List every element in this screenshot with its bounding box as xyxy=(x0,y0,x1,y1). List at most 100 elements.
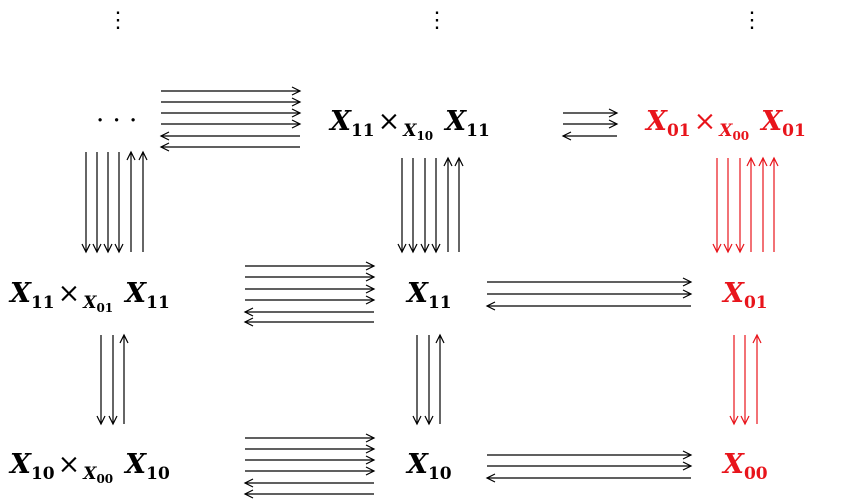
bot-left-op: × xyxy=(57,449,81,480)
mid-mid-sub: 11 xyxy=(427,293,452,313)
mid-left-to-mid-arrow-5-head xyxy=(243,307,254,317)
v-left-mid-bot-arrow-1-head xyxy=(96,415,106,426)
vdots-left: ⋮ xyxy=(107,8,129,33)
top-left-to-mid-arrow-3-head xyxy=(291,108,302,118)
top-right-opsub-x: X xyxy=(719,121,733,141)
node-top-left: · · · xyxy=(96,106,138,136)
top-right-sub3: 01 xyxy=(782,121,806,141)
bot-left-opsub-x: X xyxy=(83,464,97,484)
top-mid-sub: 11 xyxy=(350,121,375,141)
v-mid-top-mid-arrow-5-head xyxy=(443,156,453,167)
bot-left-base2: X xyxy=(125,449,147,480)
node-mid-mid: X11 xyxy=(407,280,452,312)
vdots-mid: ⋮ xyxy=(426,8,448,33)
top-left-to-mid-arrow-5-head xyxy=(159,131,170,141)
v-right-top-mid-arrow-4-head xyxy=(746,156,756,167)
mid-left-to-mid-arrow-2-head xyxy=(365,272,376,282)
v-right-top-mid-arrow-1-head xyxy=(712,243,722,254)
v-right-mid-bot-arrow-3-head xyxy=(752,333,762,344)
mid-left-opsub-x: X xyxy=(83,293,97,313)
bot-left-to-mid-arrow-1-head xyxy=(365,433,376,443)
bot-mid-sub: 10 xyxy=(427,464,452,484)
v-right-top-mid-arrow-6-head xyxy=(769,156,779,167)
node-mid-right: X01 xyxy=(723,280,768,312)
bot-left-opsub2: 00 xyxy=(96,472,114,486)
v-mid-top-mid-arrow-4-head xyxy=(431,243,441,254)
bot-mid-to-right-arrow-3-head xyxy=(485,473,496,483)
v-left-top-mid-arrow-4-head xyxy=(114,243,124,254)
bot-left-to-mid-arrow-4-head xyxy=(365,466,376,476)
v-mid-mid-bot-arrow-3-head xyxy=(435,333,445,344)
v-left-mid-bot-arrow-2-head xyxy=(108,415,118,426)
top-right-op: × xyxy=(693,106,717,137)
v-mid-top-mid-arrow-1-head xyxy=(397,243,407,254)
mid-left-base: X xyxy=(10,278,31,309)
top-mid-opsub: X10 xyxy=(403,121,434,143)
bot-left-base: X xyxy=(10,449,31,480)
v-left-top-mid-arrow-3-head xyxy=(103,243,113,254)
top-left-to-mid-arrow-1-head xyxy=(291,86,302,96)
mid-mid-to-right-arrow-2-head xyxy=(682,289,693,299)
mid-left-to-mid-arrow-1-head xyxy=(365,261,376,271)
top-left-to-mid-arrow-6-head xyxy=(159,142,170,152)
v-right-mid-bot-arrow-1-head xyxy=(729,415,739,426)
mid-mid-to-right-arrow-1-head xyxy=(682,277,693,287)
bot-left-to-mid-arrow-5-head xyxy=(243,478,254,488)
mid-mid-to-right-arrow-3-head xyxy=(485,301,496,311)
mid-left-opsub: X01 xyxy=(83,293,114,315)
mid-left-opsub2: 01 xyxy=(96,301,114,315)
top-right-base2: X xyxy=(761,106,783,137)
v-left-top-mid-arrow-2-head xyxy=(92,243,102,254)
bot-mid-to-right-arrow-1-head xyxy=(682,450,693,460)
top-mid-op: × xyxy=(377,106,401,137)
top-mid-opsub-x: X xyxy=(403,121,417,141)
mid-right-sub: 01 xyxy=(743,293,768,313)
node-bot-mid: X10 xyxy=(407,451,452,483)
top-right-base: X xyxy=(646,106,667,137)
bot-mid-base: X xyxy=(407,449,428,480)
v-mid-mid-bot-arrow-2-head xyxy=(424,415,434,426)
mid-left-sub: 11 xyxy=(30,293,55,313)
v-right-top-mid-arrow-3-head xyxy=(735,243,745,254)
top-mid-to-right-arrow-1-head xyxy=(608,108,619,118)
vdots-right: ⋮ xyxy=(741,8,763,33)
v-left-mid-bot-arrow-3-head xyxy=(119,333,129,344)
top-mid-to-right-arrow-2-head xyxy=(608,119,619,129)
bot-left-to-mid-arrow-6-head xyxy=(243,489,254,499)
mid-left-to-mid-arrow-4-head xyxy=(365,295,376,305)
top-left-to-mid-arrow-4-head xyxy=(291,119,302,129)
mid-mid-base: X xyxy=(407,278,428,309)
top-mid-to-right-arrow-3-head xyxy=(561,131,572,141)
v-left-top-mid-arrow-6-head xyxy=(138,150,148,161)
mid-left-to-mid-arrow-6-head xyxy=(243,317,254,327)
v-mid-top-mid-arrow-6-head xyxy=(454,156,464,167)
bot-right-sub: 00 xyxy=(743,464,768,484)
mid-left-base2: X xyxy=(125,278,147,309)
v-left-top-mid-arrow-1-head xyxy=(81,243,91,254)
mid-left-sub3: 11 xyxy=(146,293,170,313)
top-mid-opsub2: 10 xyxy=(416,129,434,143)
mid-left-op: × xyxy=(57,278,81,309)
v-right-top-mid-arrow-5-head xyxy=(758,156,768,167)
mid-right-base: X xyxy=(723,278,744,309)
v-mid-top-mid-arrow-2-head xyxy=(408,243,418,254)
bot-mid-to-right-arrow-2-head xyxy=(682,461,693,471)
v-mid-mid-bot-arrow-1-head xyxy=(412,415,422,426)
v-left-top-mid-arrow-5-head xyxy=(126,150,136,161)
node-bot-right: X00 xyxy=(723,451,768,483)
v-mid-top-mid-arrow-3-head xyxy=(420,243,430,254)
bot-left-to-mid-arrow-3-head xyxy=(365,455,376,465)
bot-left-to-mid-arrow-2-head xyxy=(365,444,376,454)
bot-left-opsub: X00 xyxy=(83,464,114,486)
top-mid-sub3: 11 xyxy=(466,121,490,141)
top-right-opsub: X00 xyxy=(719,121,749,143)
v-right-mid-bot-arrow-2-head xyxy=(740,415,750,426)
top-mid-base2: X xyxy=(445,106,467,137)
top-mid-base: X xyxy=(330,106,351,137)
